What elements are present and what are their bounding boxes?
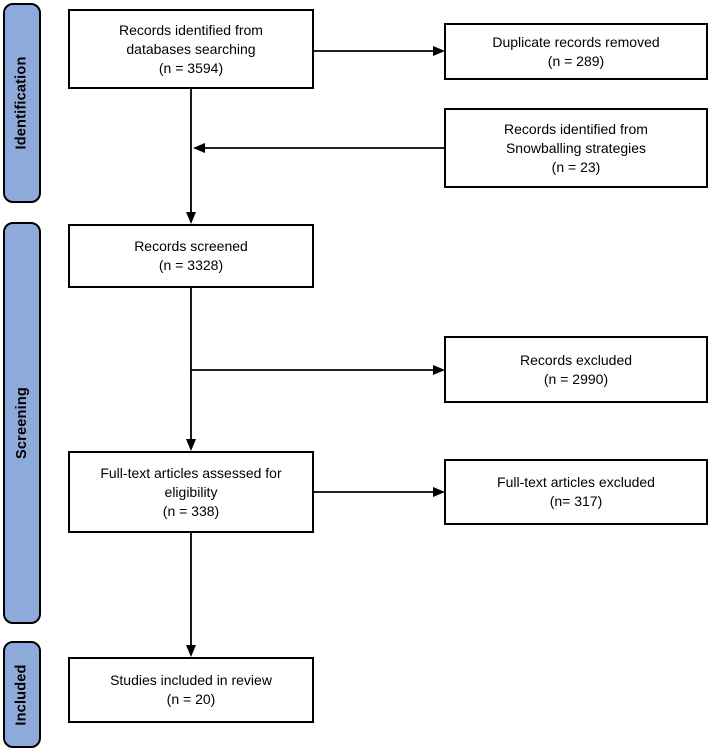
box-records-excluded: Records excluded (n = 2990) bbox=[444, 336, 708, 403]
box-text-line: Records excluded bbox=[519, 351, 633, 368]
box-records-screened: Records screened (n = 3328) bbox=[68, 224, 314, 288]
arrow-assessed-to-included bbox=[186, 533, 196, 657]
box-studies-included: Studies included in review (n = 20) bbox=[68, 657, 314, 723]
arrow-identified-to-duplicates bbox=[314, 46, 445, 56]
box-text-line: (n = 3328) bbox=[158, 257, 224, 273]
stage-screening: Screening bbox=[3, 222, 41, 624]
box-text-line: databases searching bbox=[126, 40, 256, 57]
box-text-line: (n = 20) bbox=[166, 691, 216, 707]
arrow-screened-to-excluded bbox=[191, 365, 445, 375]
box-records-identified-databases: Records identified from databases search… bbox=[68, 9, 314, 89]
box-text-line: Records identified from bbox=[504, 120, 648, 137]
stage-included: Included bbox=[3, 641, 41, 748]
box-duplicate-records-removed: Duplicate records removed (n = 289) bbox=[444, 23, 708, 80]
arrow-screened-to-assessed bbox=[186, 288, 196, 451]
box-text-line: (n= 317) bbox=[549, 493, 603, 509]
box-text-line: Studies included in review bbox=[110, 672, 272, 688]
box-text-line: (n = 289) bbox=[547, 52, 605, 69]
box-text-line: (n = 3594) bbox=[158, 59, 224, 76]
arrow-identified-to-screened bbox=[186, 89, 196, 224]
stage-screening-label: Screening bbox=[14, 387, 31, 459]
arrow-snowballing-to-flow bbox=[193, 143, 444, 153]
box-text-line: Records identified from bbox=[119, 21, 263, 38]
box-text-line: eligibility bbox=[164, 483, 218, 500]
box-fulltext-excluded: Full-text articles excluded (n= 317) bbox=[444, 459, 708, 525]
box-text-line: Records screened bbox=[134, 238, 248, 254]
arrow-assessed-to-ft-excluded bbox=[314, 487, 445, 497]
stage-identification: Identification bbox=[3, 3, 41, 203]
box-text-line: Full-text articles assessed for bbox=[100, 464, 282, 481]
stage-identification-label: Identification bbox=[14, 56, 30, 150]
box-fulltext-assessed: Full-text articles assessed for eligibil… bbox=[68, 451, 314, 533]
box-text-line: (n = 2990) bbox=[543, 370, 609, 387]
box-text-line: (n = 338) bbox=[162, 502, 220, 519]
box-text-line: Duplicate records removed bbox=[492, 33, 660, 50]
stage-included-label: Included bbox=[14, 663, 30, 726]
box-records-identified-snowballing: Records identified from Snowballing stra… bbox=[444, 108, 708, 188]
box-text-line: Snowballing strategies bbox=[505, 139, 647, 156]
box-text-line: Full-text articles excluded bbox=[497, 474, 655, 490]
box-text-line: (n = 23) bbox=[551, 158, 601, 175]
